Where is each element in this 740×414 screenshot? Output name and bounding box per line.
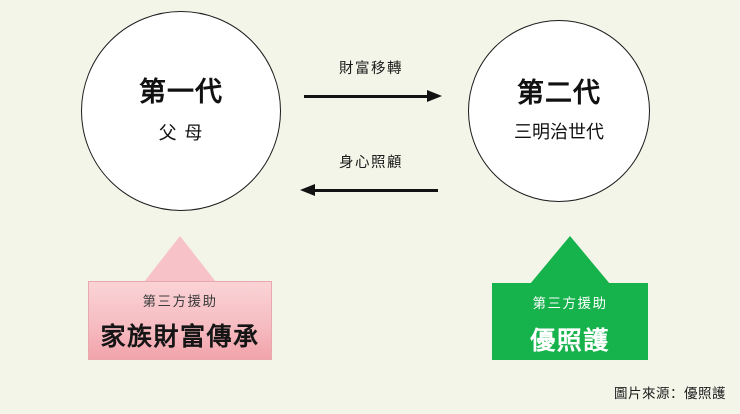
flow-care-support: 身心照顧 <box>300 152 442 198</box>
support-block-family-wealth: 第三方援助 家族財富傳承 <box>88 236 272 360</box>
support-block-family-wealth-body: 第三方援助 家族財富傳承 <box>88 281 272 360</box>
generation-first-subtitle: 父 母 <box>158 122 204 144</box>
generation-second-subtitle: 三明治世代 <box>514 121 604 143</box>
support-family-wealth-label: 家族財富傳承 <box>100 321 260 351</box>
arrow-shaft <box>313 189 438 192</box>
flow-care-support-label: 身心照顧 <box>339 155 403 171</box>
generation-second-title: 第二代 <box>517 78 601 110</box>
support-ucare-label: 優照護 <box>530 325 610 355</box>
generation-circle-second: 第二代 三明治世代 <box>468 20 650 202</box>
image-source-credit: 圖片來源：優照護 <box>614 386 726 402</box>
up-arrow-icon <box>144 236 216 282</box>
generation-circle-first: 第一代 父 母 <box>81 11 281 211</box>
arrow-shaft <box>304 95 429 98</box>
up-arrow-icon <box>530 236 610 284</box>
flow-wealth-transfer: 財富移轉 <box>300 58 442 104</box>
arrow-head <box>300 184 315 196</box>
flow-wealth-transfer-label: 財富移轉 <box>339 61 403 77</box>
arrow-left-icon <box>300 184 442 198</box>
support-ucare-sublabel: 第三方援助 <box>532 296 608 312</box>
arrow-head <box>427 90 442 102</box>
support-block-ucare-body: 第三方援助 優照護 <box>492 283 648 360</box>
support-block-ucare: 第三方援助 優照護 <box>492 236 648 360</box>
arrow-right-icon <box>300 90 442 104</box>
support-family-wealth-sublabel: 第三方援助 <box>142 294 218 310</box>
generation-first-title: 第一代 <box>139 77 223 109</box>
